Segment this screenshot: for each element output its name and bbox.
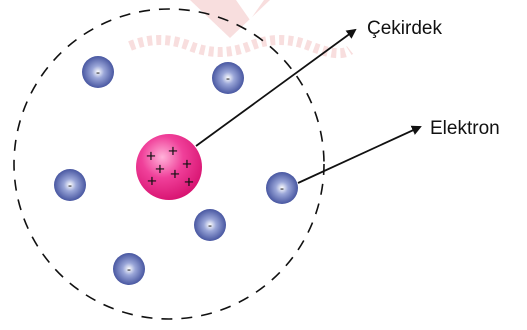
proton-sign: + (170, 165, 180, 184)
svg-text:-: - (280, 181, 284, 195)
svg-text:-: - (208, 218, 212, 232)
svg-text:-: - (226, 71, 230, 85)
proton-sign: + (182, 155, 192, 174)
proton-sign: + (146, 147, 156, 166)
electron-label: Elektron (430, 118, 500, 139)
proton-sign: + (147, 172, 157, 191)
electron: - (212, 62, 244, 94)
electron: - (194, 209, 226, 241)
electron: - (82, 56, 114, 88)
svg-text:-: - (68, 178, 72, 192)
nucleus: + + + + + + + (136, 134, 202, 200)
electron: - (54, 169, 86, 201)
proton-sign: + (155, 160, 165, 179)
electron: - (266, 172, 298, 204)
electron: - (113, 253, 145, 285)
nucleus-label: Çekirdek (367, 18, 442, 39)
svg-text:-: - (96, 65, 100, 79)
proton-sign: + (184, 173, 194, 192)
proton-sign: + (168, 142, 178, 161)
orbit-boundary (13, 8, 325, 320)
electron-arrow (297, 125, 422, 184)
svg-text:-: - (127, 262, 131, 276)
nucleus-arrow (195, 28, 357, 147)
